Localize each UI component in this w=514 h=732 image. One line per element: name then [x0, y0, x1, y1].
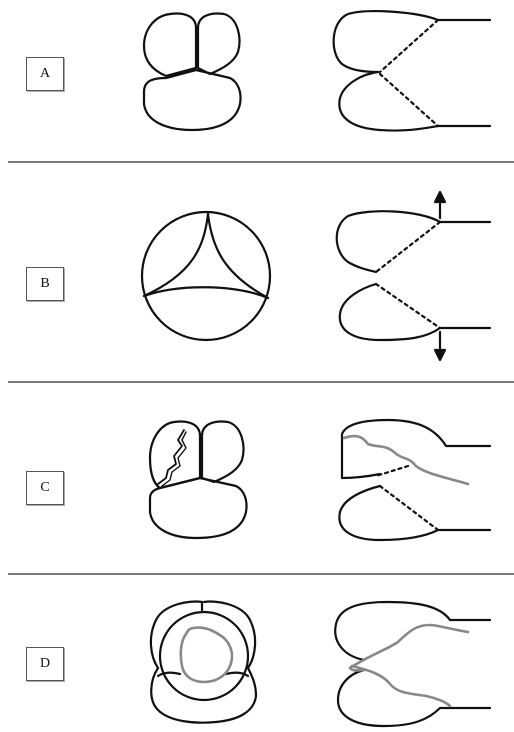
valve-side-view-b — [328, 188, 498, 368]
row-divider-3 — [8, 573, 514, 575]
valve-side-view-d — [328, 596, 498, 730]
valve-top-view-a — [130, 8, 240, 138]
panel-label-c: C — [26, 471, 64, 505]
row-divider-2 — [8, 381, 514, 383]
valve-top-view-d — [144, 596, 264, 726]
panel-label-b: B — [26, 267, 64, 301]
panel-label-d: D — [26, 647, 64, 681]
valve-top-view-c — [142, 416, 252, 546]
valve-side-view-a — [328, 8, 498, 143]
row-divider-1 — [8, 161, 514, 163]
panel-label-a: A — [26, 57, 64, 91]
valve-side-view-c — [328, 414, 498, 549]
valve-top-view-b — [138, 208, 278, 348]
